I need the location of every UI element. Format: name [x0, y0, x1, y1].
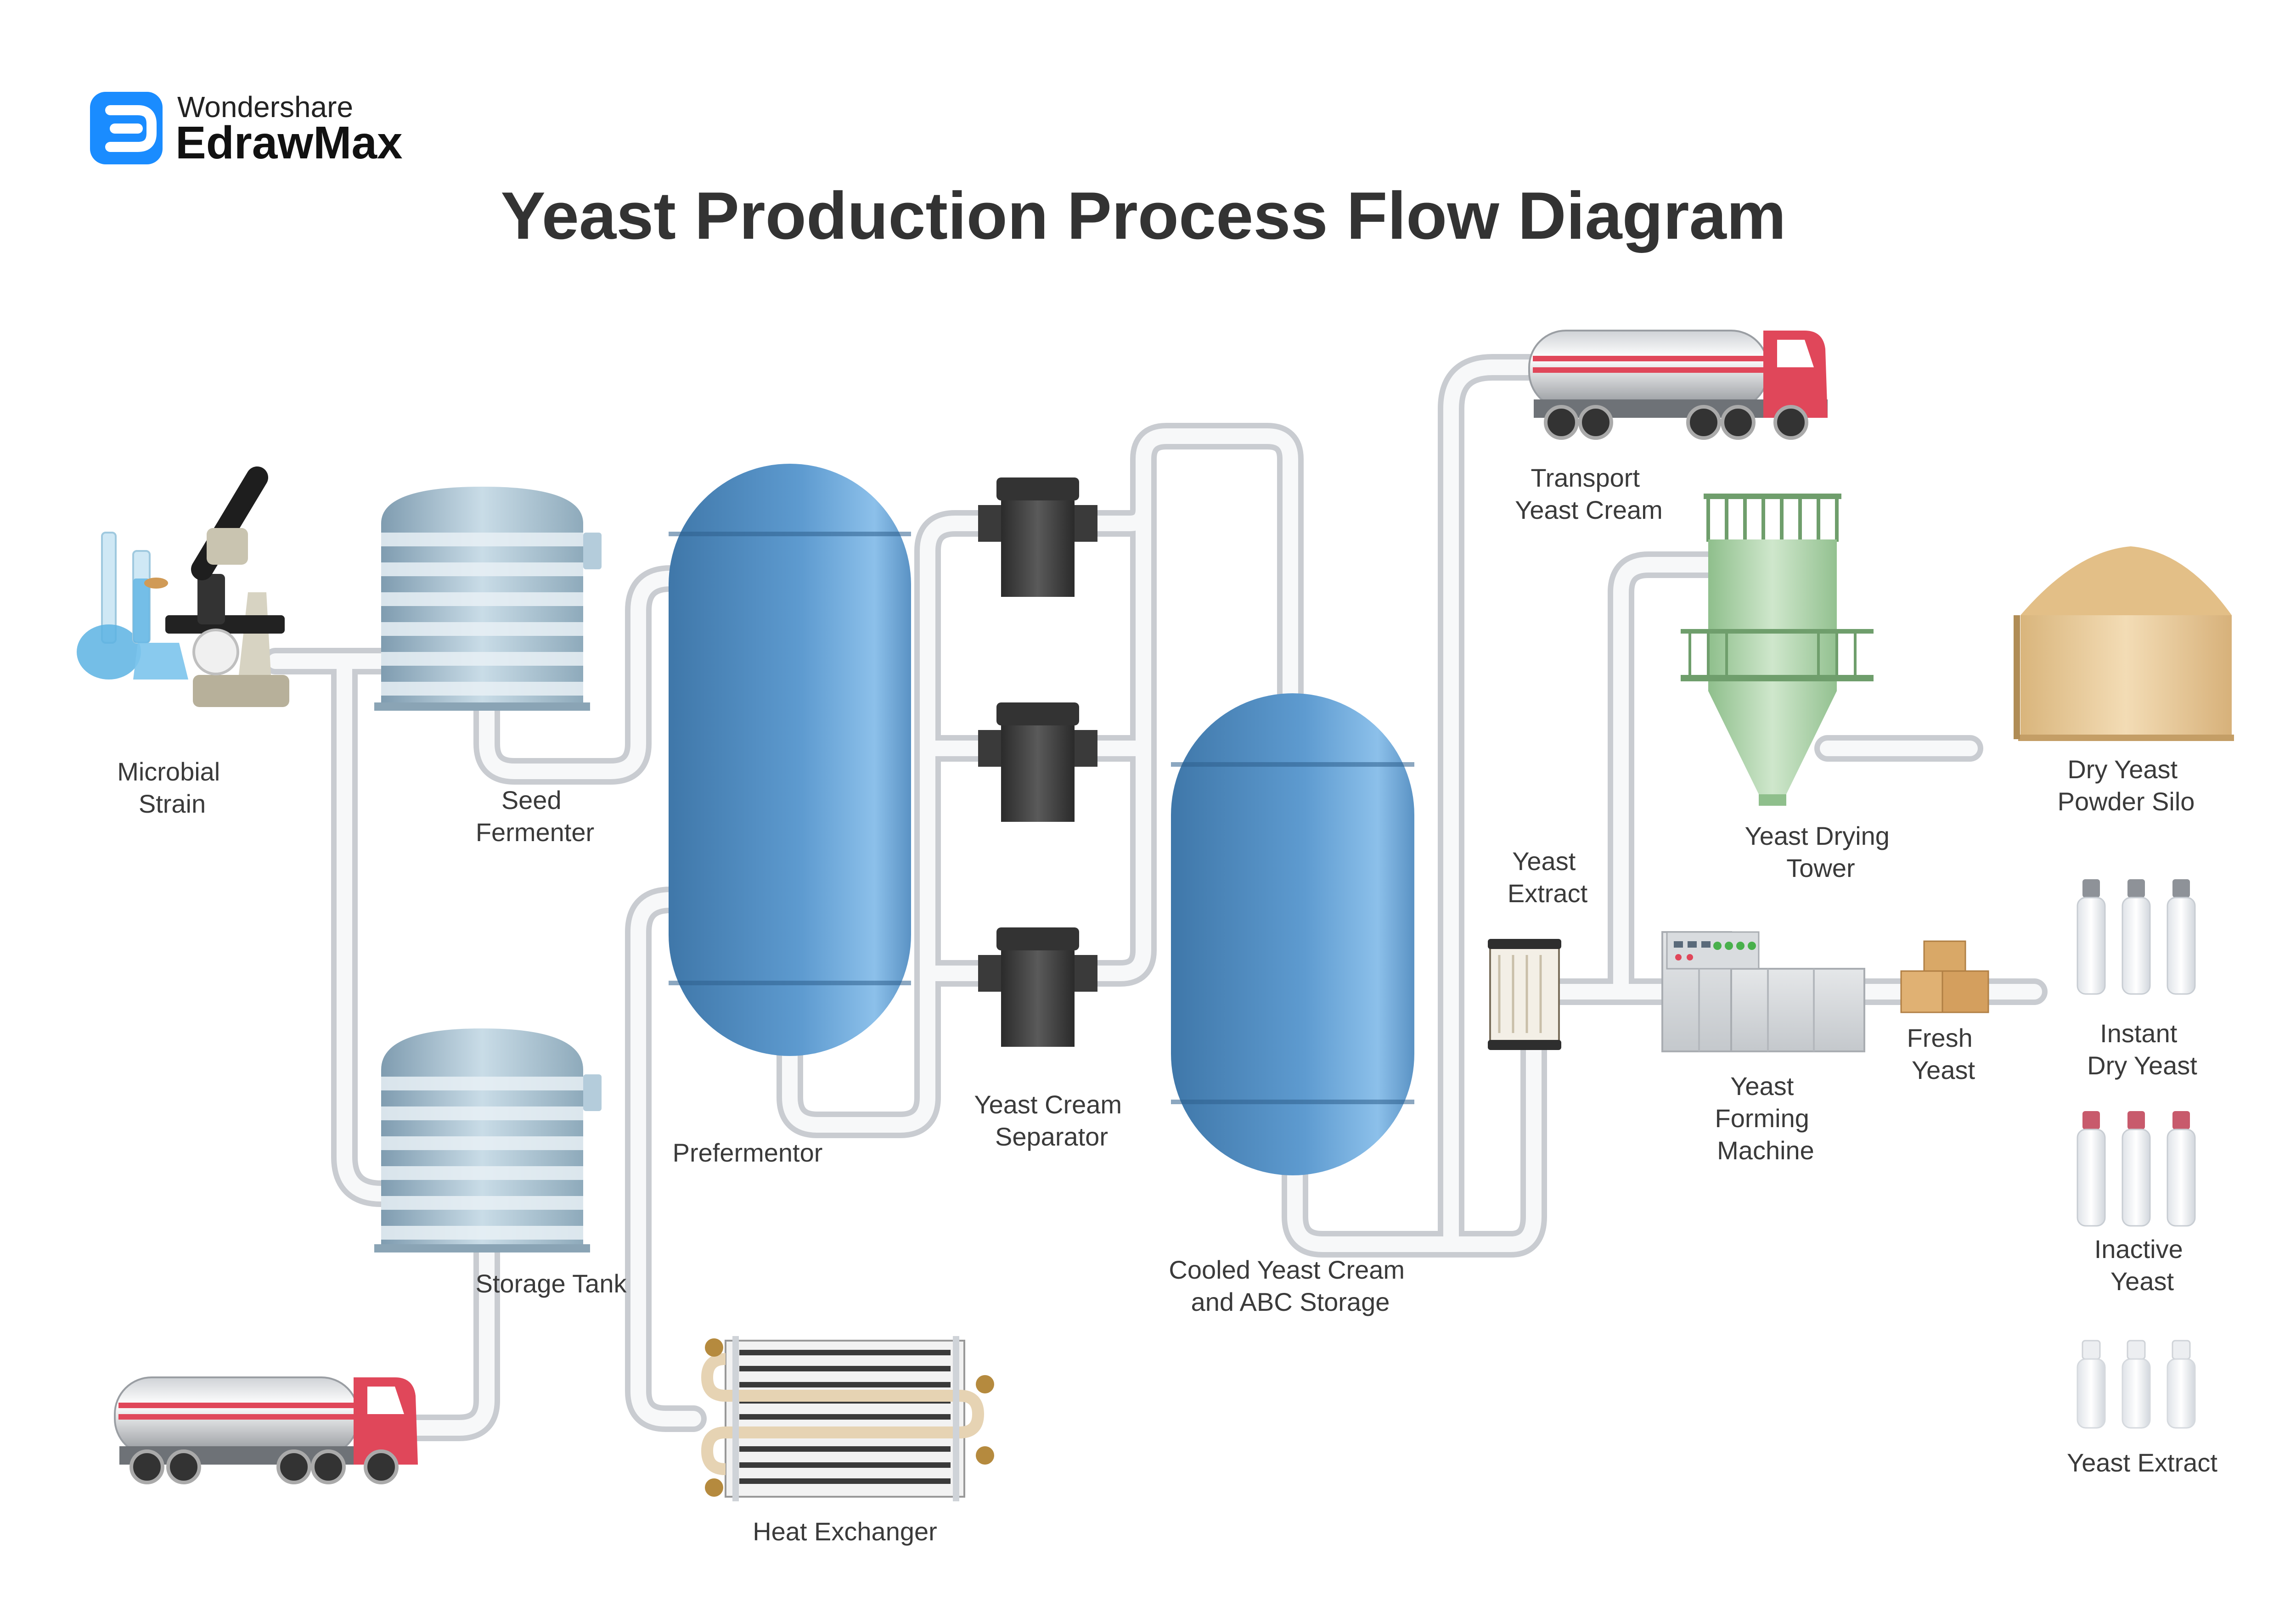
prefermentor-tank [669, 464, 911, 1056]
label-cooled-yeast-cream-storage: Cooled Yeast Cream and ABC Storage [1169, 1255, 1412, 1316]
filter-icon [978, 927, 1097, 1047]
bottle-icon [2167, 1111, 2196, 1227]
label-yeast-extract-filter: Yeast Extract [1508, 847, 1588, 908]
bottle-icon [2077, 1111, 2106, 1227]
bottle-icon [2122, 1340, 2151, 1429]
bottle-icon [2077, 879, 2106, 995]
bottle-icon [2122, 1111, 2151, 1227]
boxes-icon [1900, 940, 1989, 1013]
label-instant-dry-yeast: Instant Dry Yeast [2087, 1019, 2197, 1080]
microscope-icon [77, 466, 289, 707]
label-yeast-extract-product: Yeast Extract [2067, 1448, 2217, 1477]
brand-logo: Wondershare EdrawMax [90, 90, 403, 168]
bottle-icon [2122, 879, 2151, 995]
heat-exchanger [701, 1336, 994, 1501]
brand-company: Wondershare [177, 90, 353, 124]
label-microbial-strain: Microbial Strain [117, 757, 227, 818]
label-yeast-forming-machine: Yeast Forming Machine [1715, 1072, 1817, 1165]
silo-icon [2014, 546, 2234, 741]
cooled-yeast-cream-storage-tank [1171, 693, 1414, 1175]
label-dry-yeast-powder-silo: Dry Yeast Powder Silo [2058, 755, 2195, 816]
label-fresh-yeast: Fresh Yeast [1907, 1023, 1980, 1084]
pipe-network [262, 354, 2048, 1441]
label-inactive-yeast: Inactive Yeast [2094, 1235, 2190, 1296]
yeast-forming-machine [1661, 931, 1865, 1052]
label-yeast-cream-separator: Yeast Cream Separator [974, 1090, 1129, 1151]
storage-tank [374, 1028, 602, 1252]
tanker-truck-icon [114, 1376, 418, 1484]
label-seed-fermenter: Seed Fermenter [476, 786, 594, 847]
label-transport-yeast-cream: Transport Yeast Cream [1515, 463, 1663, 524]
tanker-truck-icon [1528, 330, 1828, 440]
filter-icon [978, 477, 1097, 597]
diagram-title: Yeast Production Process Flow Diagram [501, 178, 1786, 253]
label-heat-exchanger: Heat Exchanger [753, 1517, 937, 1546]
label-prefermentor: Prefermentor [673, 1138, 823, 1167]
label-storage-tank: Storage Tank [476, 1269, 627, 1298]
seed-fermenter-tank [374, 487, 602, 711]
label-yeast-drying-tower: Yeast Drying Tower [1745, 821, 1897, 882]
yeast-extract-filter [1488, 939, 1561, 1050]
bottle-icon [2167, 1340, 2196, 1429]
filter-icon [978, 702, 1097, 822]
bottle-icon [2077, 1340, 2106, 1429]
bottle-icon [2167, 879, 2196, 995]
brand-product: EdrawMax [175, 117, 403, 168]
yeast-drying-tower [1681, 494, 1874, 806]
